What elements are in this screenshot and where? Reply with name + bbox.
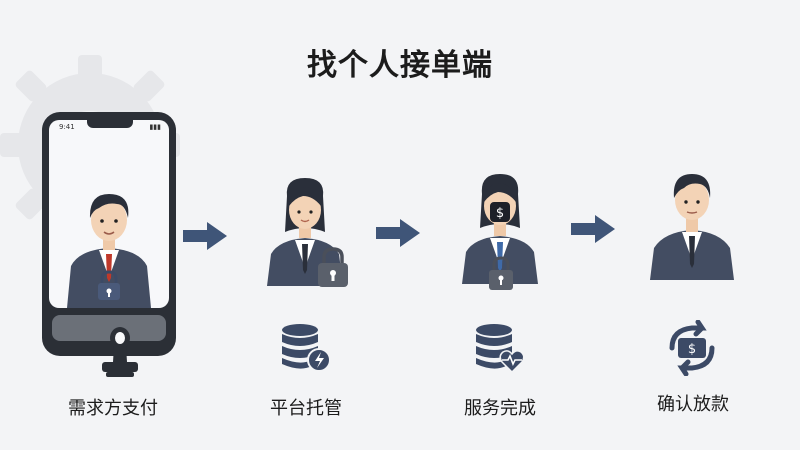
step-label-release: 确认放款: [657, 394, 729, 415]
refund-cycle-icon: $: [669, 320, 715, 376]
phone-bottom-bar: [52, 315, 166, 341]
step-label-complete: 服务完成: [464, 398, 536, 419]
database-lock-icon: [282, 324, 331, 372]
svg-text:$: $: [496, 206, 504, 221]
stamp-icon: [102, 327, 138, 377]
database-heart-icon: [476, 324, 525, 374]
step-label-escrow: 平台托管: [270, 398, 342, 419]
status-time: 9:41: [59, 123, 75, 131]
page-title: 找个人接单端: [307, 48, 493, 83]
padlock-icon: [98, 270, 120, 300]
phone-screen: 9:41 ▮▮▮: [49, 120, 169, 308]
status-icons: ▮▮▮: [149, 123, 161, 131]
phone-notch: [87, 120, 133, 128]
arrow-right-icon: [376, 219, 420, 247]
step-label-pay: 需求方支付: [68, 398, 158, 419]
arrow-right-icon: [183, 222, 227, 250]
padlock-icon: [489, 256, 513, 290]
person-release: [650, 174, 734, 280]
svg-text:$: $: [688, 342, 696, 357]
arrow-right-icon: [571, 215, 615, 243]
person-requester: [67, 194, 151, 308]
padlock-icon: [318, 247, 348, 287]
smartphone: 9:41 ▮▮▮: [42, 112, 176, 356]
person-service: $: [462, 174, 538, 284]
